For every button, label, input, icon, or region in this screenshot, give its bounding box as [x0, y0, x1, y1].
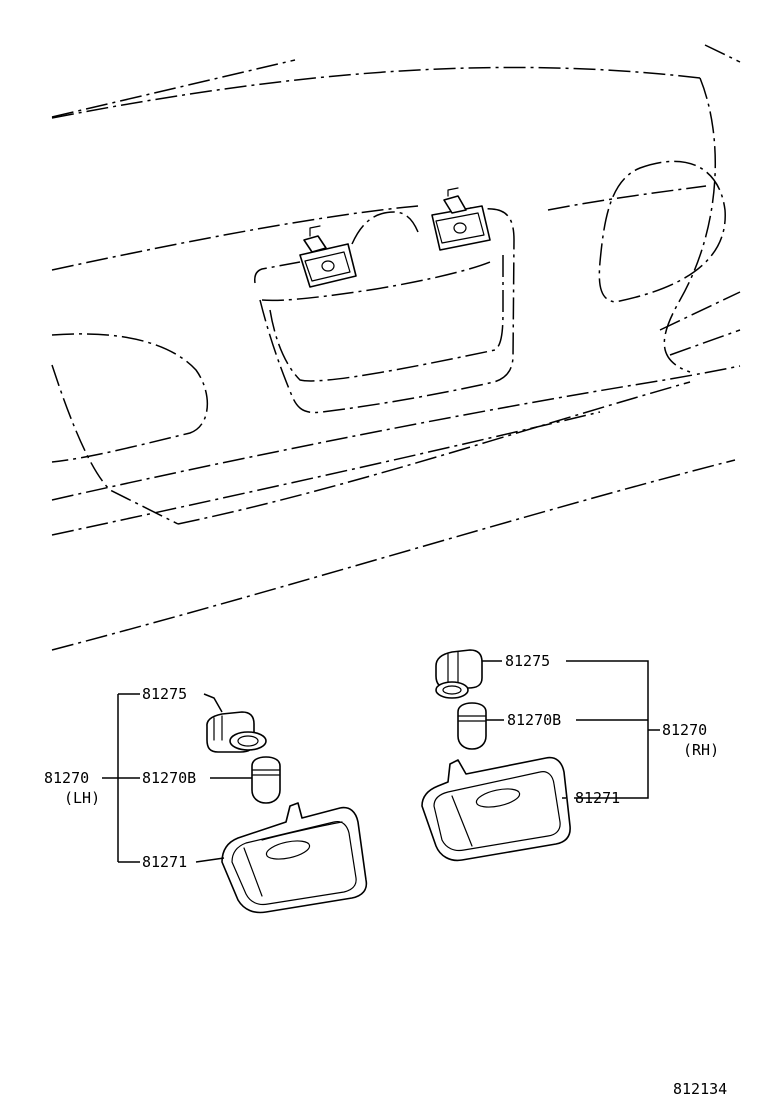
diagram-code: 812134 — [673, 1080, 727, 1098]
lh-assembly-number: 81270 — [44, 769, 89, 787]
installed-lamp-right — [431, 187, 491, 251]
lh-lens-label: 81271 — [142, 853, 187, 871]
rh-assembly-number: 81270 — [662, 721, 707, 739]
installed-lamp-left — [299, 225, 357, 288]
rh-lens-drawing — [421, 756, 571, 862]
lh-leader-lines — [102, 693, 252, 863]
lh-bulb-drawing — [251, 756, 281, 804]
rh-bulb-label: 81270B — [507, 711, 561, 729]
rh-side-label: (RH) — [683, 741, 719, 759]
rh-socket-drawing — [435, 649, 483, 699]
rh-socket-label: 81275 — [505, 652, 550, 670]
lh-side-label: (LH) — [64, 789, 100, 807]
lh-lens-drawing — [221, 802, 368, 914]
rh-bulb-drawing — [457, 702, 487, 750]
rh-leader-lines — [482, 660, 660, 799]
lh-bulb-label: 81270B — [142, 769, 196, 787]
vehicle-body-outline — [51, 44, 741, 651]
lh-socket-label: 81275 — [142, 685, 187, 703]
lh-socket-drawing — [206, 711, 267, 753]
rh-lens-label: 81271 — [575, 789, 620, 807]
